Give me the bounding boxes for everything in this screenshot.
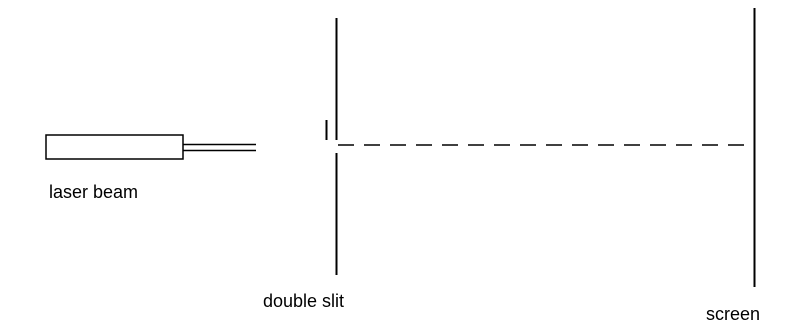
- laser-body: [45, 134, 184, 160]
- laser-output-beam: [183, 143, 256, 152]
- screen-label: screen: [706, 304, 760, 324]
- laser-label: laser beam: [49, 182, 138, 202]
- double-slit-label: double slit: [263, 291, 344, 311]
